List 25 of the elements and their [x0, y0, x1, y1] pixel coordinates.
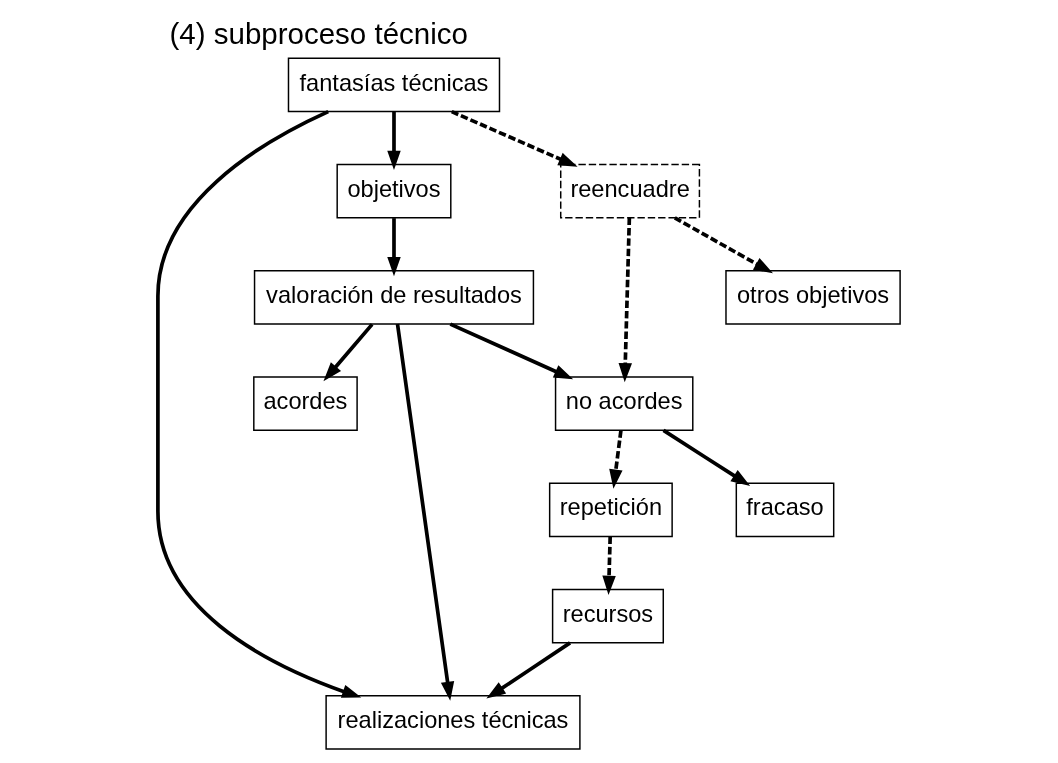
node-box: reencuadre: [560, 163, 701, 219]
arrow: [486, 641, 572, 699]
arrow: [609, 430, 623, 489]
arrow: [618, 217, 632, 383]
node-box: acordes: [253, 376, 358, 431]
arrow: [387, 218, 401, 277]
arrow: [449, 322, 574, 380]
arrow: [662, 428, 751, 487]
arrow: [602, 536, 616, 595]
arrow: [387, 111, 401, 171]
node-box: fantasías técnicas: [287, 57, 501, 113]
node-box: objetivos: [336, 163, 452, 219]
arrow: [156, 109, 362, 698]
node-box: recursos: [551, 588, 664, 644]
arrow: [395, 323, 455, 701]
arrow: [673, 216, 773, 274]
node-box: no acordes: [554, 376, 694, 431]
arrow: [451, 109, 578, 167]
node-box: repetición: [548, 482, 673, 538]
arrow: [323, 323, 374, 382]
node-box: otros objetivos: [725, 270, 901, 325]
node-box: fracaso: [735, 482, 835, 538]
node-box: realizaciones técnicas: [325, 695, 581, 750]
node-box: valoración de resultados: [253, 270, 535, 325]
diagram-title: (4) subproceso técnico: [169, 16, 468, 50]
